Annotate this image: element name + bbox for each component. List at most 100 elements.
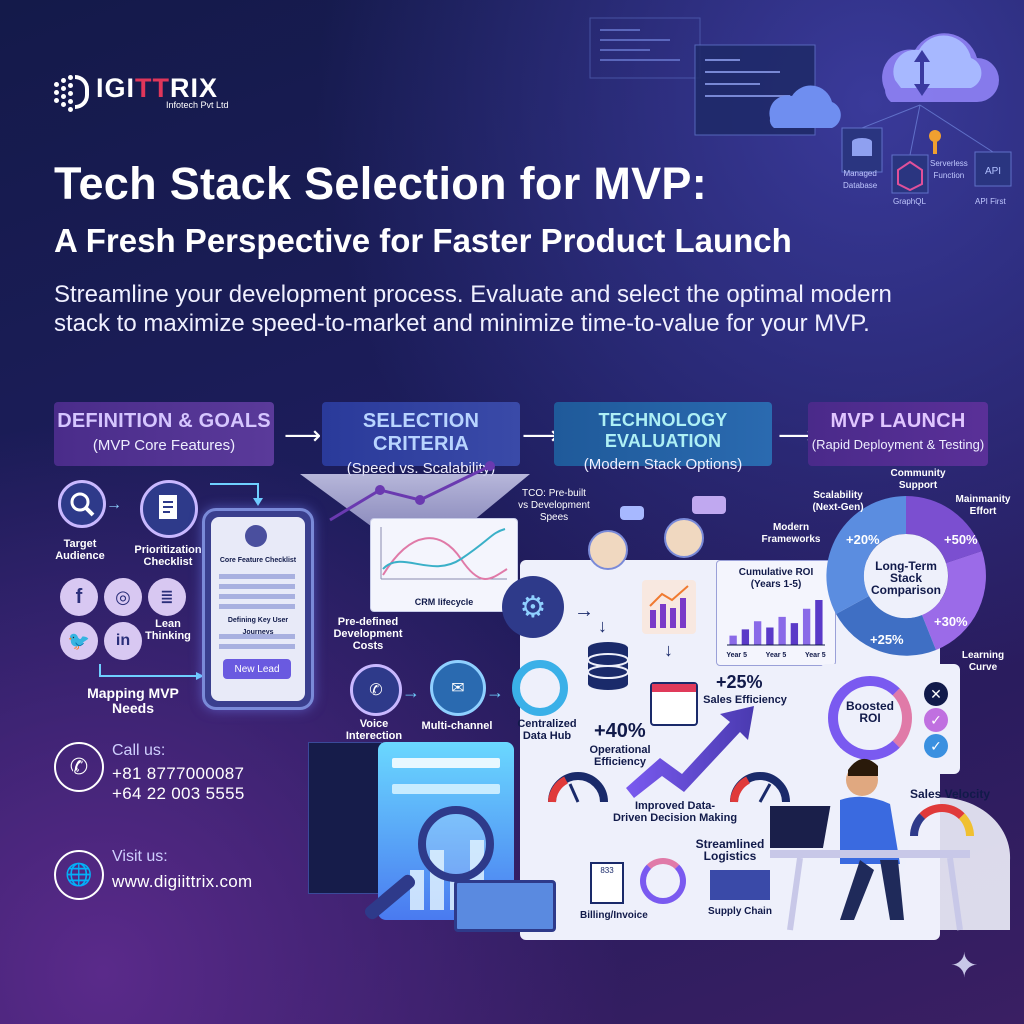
instagram-icon[interactable]: ◎ xyxy=(104,578,142,616)
step-sub: (MVP Core Features) xyxy=(92,437,236,454)
step-sub: (Rapid Deployment & Testing) xyxy=(811,437,985,452)
donut-segment-label: +20% xyxy=(846,532,880,547)
roi-bar xyxy=(766,627,774,645)
sales-velocity-label: Sales Velocity xyxy=(909,787,991,801)
check-icon: ✓ xyxy=(924,708,948,732)
roi-bar xyxy=(741,629,750,645)
phone-subtitle: Defining Key User Journeys xyxy=(227,617,289,636)
arrow-right-icon: → xyxy=(486,682,504,702)
call-label: Call us: xyxy=(112,742,166,759)
roi-cycle-icon xyxy=(828,676,912,760)
connector-arrow-icon xyxy=(99,664,204,680)
lean-icon: ≣ xyxy=(148,578,186,616)
agent-avatar-icon xyxy=(664,518,704,558)
cloud-architecture-illustration: API xyxy=(589,17,1012,194)
container-icon xyxy=(710,870,770,900)
page-title: Tech Stack Selection for MVP: xyxy=(54,158,708,209)
roi-bar xyxy=(790,623,799,645)
growth-arrow-icon xyxy=(626,706,754,798)
growth-chart-icon xyxy=(642,580,696,634)
checklist-icon xyxy=(140,480,198,538)
roi-bar xyxy=(753,621,762,645)
cloud-label-database: Managed Database xyxy=(843,169,878,190)
tco-label: TCO: Pre-built vs Development Spees xyxy=(518,488,590,523)
brand-logo: IGITTRIX Infotech Pvt Ltd xyxy=(52,72,229,112)
phone-number-2[interactable]: +64 22 003 5555 xyxy=(112,784,245,803)
step-evaluation: TECHNOLOGY EVALUATION (Modern Stack Opti… xyxy=(554,402,772,473)
new-lead-button[interactable]: New Lead xyxy=(223,659,291,679)
lean-thinking-label: Lean Thinking xyxy=(145,618,191,642)
roi-bar-chart xyxy=(727,600,825,646)
roi-chart-card: Cumulative ROI (Years 1-5) Year 5 Year 5… xyxy=(716,560,836,666)
target-audience-icon xyxy=(58,480,106,528)
step-title: DEFINITION & GOALS xyxy=(57,410,271,432)
connector-arrow-icon xyxy=(210,483,263,506)
development-costs-label: Pre-defined Development Costs xyxy=(333,616,403,652)
arrow-right-icon: ⟶ xyxy=(522,420,560,450)
data-hub-label: Centralized Data Hub xyxy=(517,718,577,742)
sales-efficiency-value: +25% xyxy=(716,672,763,692)
cycle-icon xyxy=(640,858,686,904)
roi-bar xyxy=(815,600,823,645)
stack-comparison-donut xyxy=(826,496,986,656)
cloud-label-api: API First xyxy=(975,197,1006,206)
user-avatar-icon xyxy=(588,530,628,570)
arrow-right-icon: → xyxy=(402,682,420,702)
arrow-down-icon: ↓ xyxy=(598,616,607,636)
brand-tagline: Infotech Pvt Ltd xyxy=(166,99,229,110)
roi-bar xyxy=(729,635,737,645)
roi-axis: Year 5 Year 5 Year 5 xyxy=(717,652,835,659)
mail-icon: ✉ xyxy=(430,660,486,716)
facebook-icon[interactable]: f xyxy=(60,578,98,616)
gauge-icon xyxy=(548,772,608,803)
journey-lines xyxy=(219,629,295,654)
roi-bar xyxy=(802,608,811,645)
multichannel-label: Multi-channel xyxy=(421,720,493,732)
donut-segment-label: +50% xyxy=(944,532,978,547)
roi-chart-title: Cumulative ROI (Years 1-5) xyxy=(738,567,814,590)
step-sub: (Speed vs. Scalability) xyxy=(346,460,496,477)
roi-tick-label: Year 5 xyxy=(765,652,787,659)
linkedin-icon[interactable]: in xyxy=(104,622,142,660)
arrow-down-icon: ↓ xyxy=(664,640,673,660)
invoice-icon: 833 xyxy=(590,862,624,904)
cloud-label-serverless: Serverless Function xyxy=(930,159,968,180)
logo-dots-icon xyxy=(52,72,92,112)
intro-text: Streamline your development process. Eva… xyxy=(54,281,892,337)
phone-icon[interactable]: ✆ xyxy=(54,742,104,792)
phone-number-1[interactable]: +81 8777000087 xyxy=(112,764,245,783)
checklist-lines xyxy=(219,569,295,614)
page-subtitle: A Fresh Perspective for Faster Product L… xyxy=(54,222,792,259)
billing-label: Billing/Invoice xyxy=(580,910,648,921)
step-title: SELECTION CRITERIA xyxy=(362,410,480,455)
step-definition: DEFINITION & GOALS (MVP Core Features) xyxy=(54,402,274,466)
gears-icon: ⚙ xyxy=(502,576,564,638)
checklist-label: Prioritization Checklist xyxy=(134,544,202,568)
phone-mockup: Core Feature Checklist Defining Key User… xyxy=(202,508,314,710)
decision-making-label: Improved Data- Driven Decision Making xyxy=(612,800,738,824)
donut-segment-label: +30% xyxy=(934,614,968,629)
sales-efficiency-label: Sales Efficiency xyxy=(703,694,787,706)
velocity-gauge-icon xyxy=(910,804,974,836)
gauge-icon xyxy=(730,772,790,803)
donut-outer-label: Mainmanity Effort xyxy=(955,494,1011,517)
supply-chain-label: Supply Chain xyxy=(708,906,772,917)
crm-label: CRM lifecycle xyxy=(414,597,474,607)
code-panel xyxy=(308,742,382,894)
roi-bar xyxy=(778,616,786,645)
data-hub-icon xyxy=(512,660,568,716)
arrow-right-icon: → xyxy=(106,496,122,513)
calendar-icon xyxy=(650,682,698,726)
crm-lifecycle-graph xyxy=(380,527,508,580)
globe-icon[interactable]: 🌐 xyxy=(54,850,104,900)
close-icon: ✕ xyxy=(924,682,948,706)
website-link[interactable]: www.digiittrix.com xyxy=(112,872,253,891)
twitter-icon[interactable]: 🐦 xyxy=(60,622,98,660)
step-sub: (Modern Stack Options) xyxy=(583,456,743,473)
developer-at-desk-illustration xyxy=(770,758,1011,931)
donut-segment-label: +25% xyxy=(870,632,904,647)
visit-label: Visit us: xyxy=(112,848,168,865)
chat-bubble-icon xyxy=(692,496,726,514)
invoice-number: 833 xyxy=(600,866,614,875)
sparkle-icon: ✦ xyxy=(950,947,979,985)
